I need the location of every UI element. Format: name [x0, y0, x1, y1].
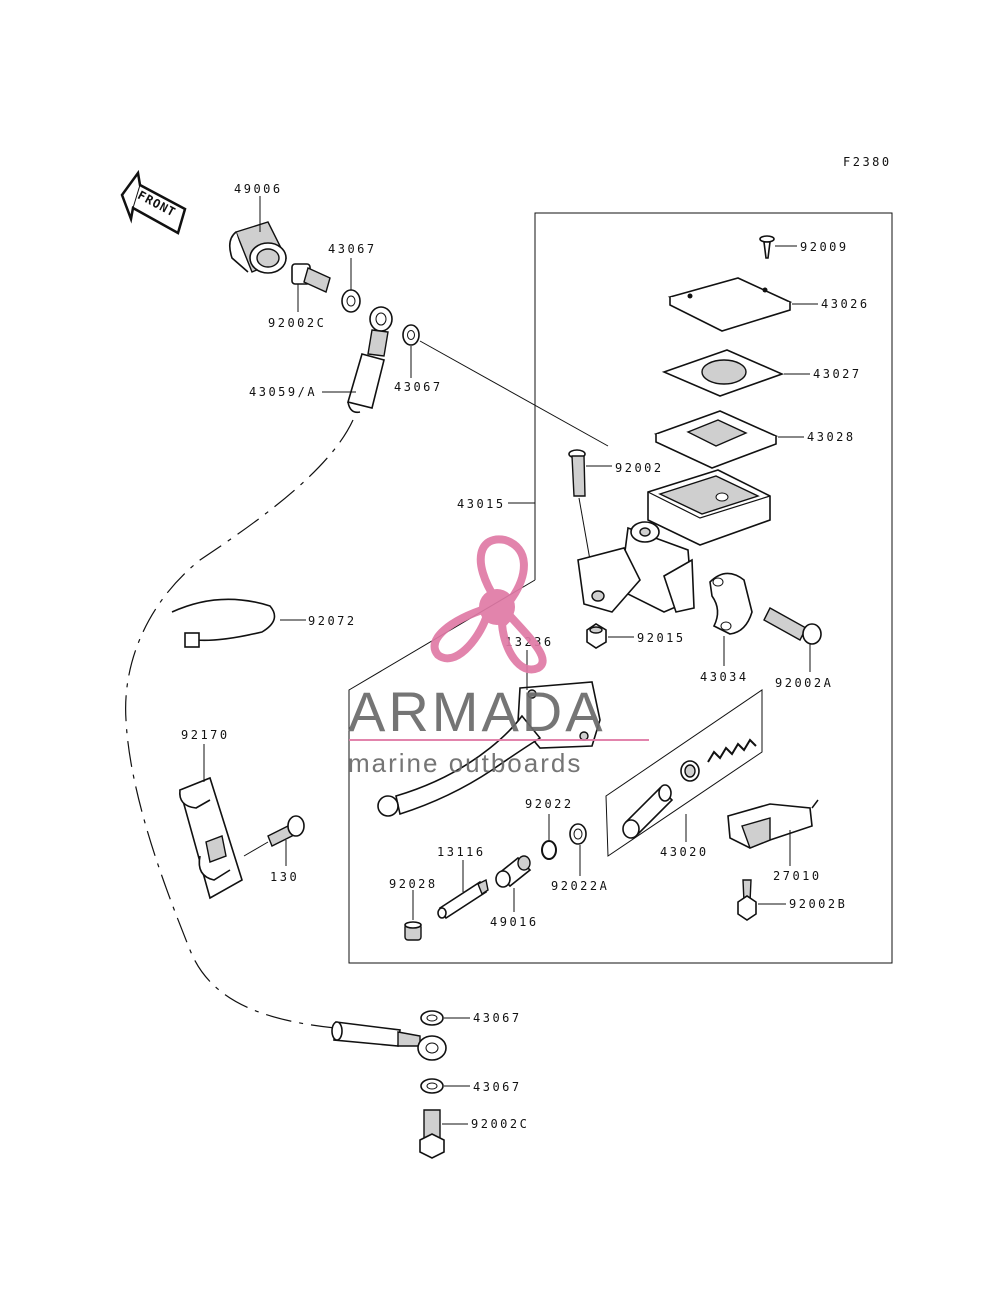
label-43015: 43015 — [457, 497, 506, 511]
label-49006: 49006 — [234, 182, 283, 196]
brake-hose — [125, 419, 354, 1029]
label-130: 130 — [270, 870, 299, 884]
watermark: ARMADA marine outboards — [348, 535, 649, 778]
label-13116: 13116 — [437, 845, 486, 859]
part-43067-lower-top — [420, 1010, 470, 1026]
part-92002b — [737, 879, 786, 921]
part-49006 — [228, 196, 287, 274]
label-49016: 49016 — [490, 915, 539, 929]
label-43067-lower-top: 43067 — [473, 1011, 522, 1025]
part-43020-piston-kit — [605, 689, 763, 857]
part-92002c-bottom — [419, 1109, 468, 1159]
part-92072 — [171, 598, 306, 648]
part-92028 — [404, 890, 422, 941]
figure-code: F2380 — [843, 155, 892, 169]
part-92002 — [568, 449, 612, 561]
part-92002a — [763, 607, 822, 672]
label-43067-top: 43067 — [328, 242, 377, 256]
part-92022 — [541, 814, 557, 860]
label-92002: 92002 — [615, 461, 664, 475]
label-43027: 43027 — [813, 367, 862, 381]
part-130 — [243, 815, 305, 866]
propeller-logo-icon — [430, 535, 547, 674]
label-92002c-top: 92002C — [268, 316, 326, 330]
label-92170: 92170 — [181, 728, 230, 742]
part-43034 — [709, 572, 753, 666]
label-92022: 92022 — [525, 797, 574, 811]
label-92015: 92015 — [637, 631, 686, 645]
label-43067-lower-bottom: 43067 — [473, 1080, 522, 1094]
part-92170 — [179, 744, 243, 900]
front-arrow-icon: FRONT — [120, 169, 187, 235]
label-27010: 27010 — [773, 869, 822, 883]
watermark-rule — [349, 739, 649, 741]
part-92022a — [569, 823, 587, 876]
label-92028: 92028 — [389, 877, 438, 891]
label-43020: 43020 — [660, 845, 709, 859]
part-43067-lower-bottom — [420, 1078, 470, 1094]
watermark-brand: ARMADA — [348, 680, 606, 743]
part-43028 — [653, 410, 804, 469]
label-43067-second: 43067 — [394, 380, 443, 394]
label-92002b: 92002B — [789, 897, 847, 911]
part-43067-top — [341, 258, 361, 313]
part-92015 — [586, 623, 634, 649]
label-92002c-bottom: 92002C — [471, 1117, 529, 1131]
part-43067-second — [402, 324, 420, 378]
part-43015-master-cylinder — [508, 469, 771, 613]
part-lower-hose-fitting — [331, 1021, 447, 1061]
part-43059-hose-fitting — [322, 306, 393, 414]
part-92009 — [759, 235, 797, 259]
label-43026: 43026 — [821, 297, 870, 311]
label-92002a: 92002A — [775, 676, 833, 690]
part-13116 — [437, 860, 489, 920]
label-43034: 43034 — [700, 670, 749, 684]
watermark-tagline: marine outboards — [348, 748, 582, 778]
part-27010-switch — [727, 799, 819, 866]
part-92002c-top — [291, 263, 331, 312]
assembly-box — [348, 212, 893, 964]
label-92022a: 92022A — [551, 879, 609, 893]
part-43026 — [667, 277, 818, 332]
leader-washer-to-body — [419, 340, 609, 447]
label-92072: 92072 — [308, 614, 357, 628]
label-43059: 43059/A — [249, 385, 317, 399]
label-92009: 92009 — [800, 240, 849, 254]
label-43028: 43028 — [807, 430, 856, 444]
part-43027 — [661, 349, 810, 397]
part-49016 — [495, 855, 532, 912]
